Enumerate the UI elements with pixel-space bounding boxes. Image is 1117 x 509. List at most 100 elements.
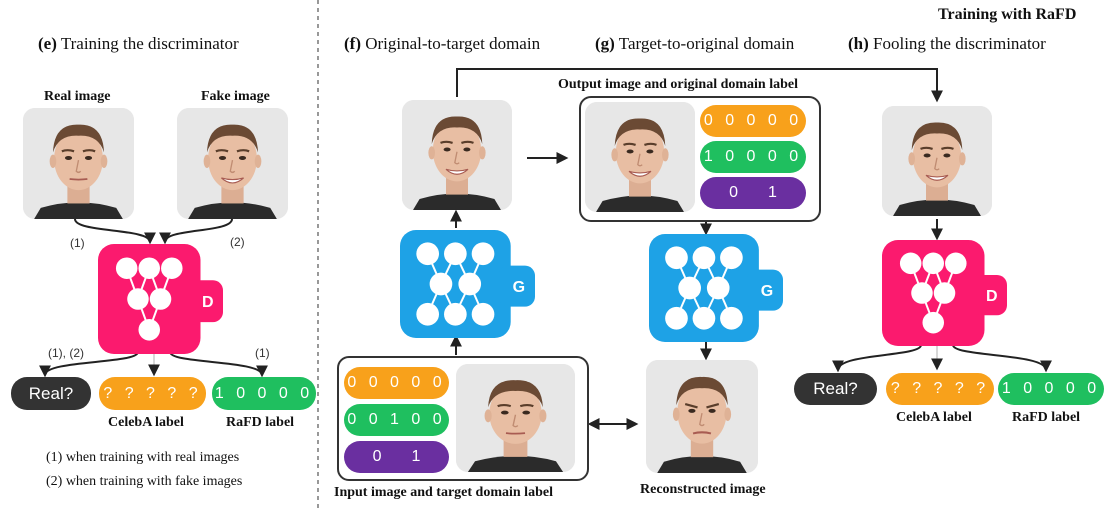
face-portrait — [23, 108, 134, 219]
face-brow-right — [706, 402, 720, 409]
face-nose — [75, 160, 82, 174]
generator-network: G — [400, 230, 535, 338]
face-skin — [912, 125, 962, 188]
face-brow-left — [215, 149, 229, 153]
generator-icon: G — [649, 234, 783, 342]
reconstructed-face-image — [646, 360, 758, 473]
arrow-mark-1-2: (1), (2) — [48, 346, 84, 360]
face-eye-right — [84, 155, 93, 160]
face-eye-left — [443, 147, 451, 152]
face-skin — [677, 380, 727, 444]
network-node — [471, 302, 495, 326]
real-image-label: Real image — [44, 89, 111, 104]
face-shirt — [188, 202, 277, 219]
arrow-d-to-real — [39, 351, 139, 378]
face-eye-right — [708, 408, 716, 413]
face-nose — [934, 157, 940, 171]
face-hair — [488, 380, 543, 408]
network-node — [692, 306, 716, 330]
face-shirt — [413, 193, 501, 210]
output-rafd-pill: 1 0 0 0 0 — [700, 141, 806, 173]
section-f-tag: (f) — [344, 34, 361, 53]
network-letter: G — [513, 279, 525, 296]
rafd-label-text: RaFD label — [226, 415, 295, 430]
face-mouth — [445, 168, 469, 175]
network-tab — [498, 265, 535, 307]
face-hair — [431, 116, 483, 144]
face-portrait — [585, 102, 695, 212]
network-node — [665, 246, 688, 270]
face-ear-left — [908, 152, 915, 166]
face-hair — [676, 376, 728, 406]
face-brow-left — [684, 402, 698, 409]
arrow-d2-to-rafd — [952, 344, 1052, 373]
reconstructed-label-text: Reconstructed image — [640, 482, 766, 497]
note-fake: (2) when training with fake images — [46, 474, 243, 489]
network-node — [720, 306, 743, 330]
input-label-text: Input image and target domain label — [334, 485, 553, 500]
face-brow-left — [623, 142, 636, 146]
face-brow-right — [644, 142, 657, 146]
face-eye-left — [500, 410, 509, 415]
network-node — [115, 257, 138, 279]
arrow-fake-to-d — [159, 218, 233, 245]
network-node — [458, 272, 482, 296]
face-eye-right — [943, 153, 951, 158]
fooling-face-image — [882, 106, 992, 216]
face-brow-left — [497, 403, 512, 408]
section-f-text: Original-to-target domain — [365, 34, 541, 53]
face-skin — [489, 383, 542, 444]
face-mouth — [692, 431, 712, 435]
face-eye-right — [463, 147, 471, 152]
arrow-mark-2: (2) — [230, 235, 245, 249]
face-brow-right — [941, 146, 954, 150]
generated-face-image — [402, 100, 512, 210]
rafd-label-pill: 1 0 0 0 0 — [212, 377, 316, 410]
network-node — [945, 252, 967, 275]
face-brow-right — [461, 140, 474, 144]
network-node — [678, 276, 701, 300]
face-skin — [615, 121, 665, 184]
face-eye-left — [688, 408, 696, 413]
input-mask-left: 0 — [372, 448, 382, 465]
input-face-image — [456, 364, 575, 472]
face-ear-left — [203, 154, 211, 168]
celeba-label-text-2: CelebA label — [896, 410, 972, 425]
face-portrait — [646, 360, 758, 473]
face-mouth — [925, 174, 949, 181]
face-ear-right — [254, 154, 262, 168]
section-g-tag: (g) — [595, 34, 615, 53]
face-portrait — [402, 100, 512, 210]
face-mouth — [221, 177, 244, 184]
face-ear-right — [479, 146, 486, 160]
network-node — [911, 282, 933, 304]
network-tab — [746, 269, 783, 311]
face-brow-right — [519, 403, 534, 408]
face-brow-right — [82, 149, 96, 153]
face-ear-left — [611, 148, 618, 162]
section-e-title: (e) Training the discriminator — [38, 34, 239, 54]
face-ear-right — [100, 154, 108, 168]
section-g-title: (g) Target-to-original domain — [595, 34, 794, 54]
face-ear-right — [662, 148, 669, 162]
face-eye-right — [522, 410, 531, 415]
real-question-pill-2: Real? — [794, 373, 877, 405]
network-node — [127, 288, 149, 310]
network-node — [899, 252, 922, 275]
face-portrait — [882, 106, 992, 216]
output-face-image — [585, 102, 695, 212]
face-nose — [229, 160, 236, 174]
face-nose — [699, 412, 705, 427]
face-ear-left — [672, 407, 680, 422]
face-eye-left — [626, 149, 634, 154]
section-f-title: (f) Original-to-target domain — [344, 34, 540, 54]
face-shirt — [657, 456, 747, 473]
network-node — [416, 242, 440, 266]
output-label-text: Output image and original domain label — [558, 77, 798, 92]
face-hair — [614, 118, 666, 146]
face-eye-left — [64, 155, 73, 160]
